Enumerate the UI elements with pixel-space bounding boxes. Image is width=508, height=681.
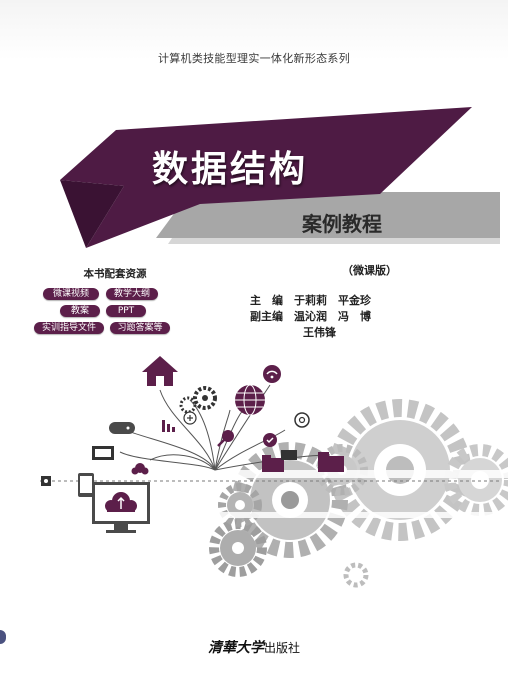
gray-band [156, 192, 500, 238]
settings-gear-icon [179, 396, 197, 414]
resource-tag: 微课视频 [43, 288, 99, 300]
node-icon [41, 476, 51, 486]
title-banner [60, 107, 500, 248]
gear-icon [209, 519, 267, 577]
resource-tag: 实训指导文件 [34, 322, 104, 334]
book-title: 数据结构 [152, 149, 309, 190]
edition-label: （微课版） [342, 264, 397, 277]
settings-gear-icon [193, 386, 217, 410]
resources-heading: 本书配套资源 [83, 268, 147, 280]
purple-banner-shade [60, 180, 124, 248]
folder-icon [318, 452, 344, 472]
resource-tag: 教学大纲 [106, 288, 158, 300]
folder-icon [262, 455, 284, 472]
gear-icon [343, 562, 369, 588]
publisher-suffix: 出版社 [263, 641, 300, 655]
resource-tag: 教案 [60, 305, 100, 317]
top-background [0, 0, 508, 60]
cloud-upload-icon [105, 492, 137, 512]
associate-editors: 副主编 温沁润 冯 博 [250, 310, 371, 323]
globe-icon [235, 384, 265, 416]
film-icon [92, 446, 114, 460]
resource-tag: 习题答案等 [110, 322, 170, 334]
publisher-logo: 清華大学 [207, 640, 264, 656]
house-icon [142, 356, 178, 386]
chief-editors: 主 编 于莉莉 平金珍 [250, 294, 371, 307]
purple-banner [60, 107, 472, 248]
resource-tag: PPT [106, 305, 146, 317]
tablet-icon [78, 473, 94, 497]
gamepad-icon [109, 422, 135, 434]
gear-icon [218, 483, 262, 527]
associate-editor-extra: 王伟锋 [303, 326, 336, 339]
monitor-icon [92, 482, 150, 533]
publisher: 清華大学出版社 [0, 637, 508, 657]
bar-chart-icon [162, 420, 175, 432]
series-name: 计算机类技能型理实一体化新形态系列 [157, 52, 351, 65]
cloud-icon [131, 463, 149, 475]
search-icon [217, 430, 234, 447]
wifi-icon [263, 365, 281, 383]
tree-lines [119, 384, 331, 471]
check-icon [263, 433, 277, 447]
book-subtitle: 案例教程 [302, 212, 382, 236]
at-icon [294, 412, 310, 428]
plus-icon [183, 411, 197, 425]
chat-icon [281, 450, 297, 460]
gray-band-shadow [168, 238, 500, 244]
tech-illustration [40, 356, 508, 588]
corner-mark [0, 630, 6, 644]
